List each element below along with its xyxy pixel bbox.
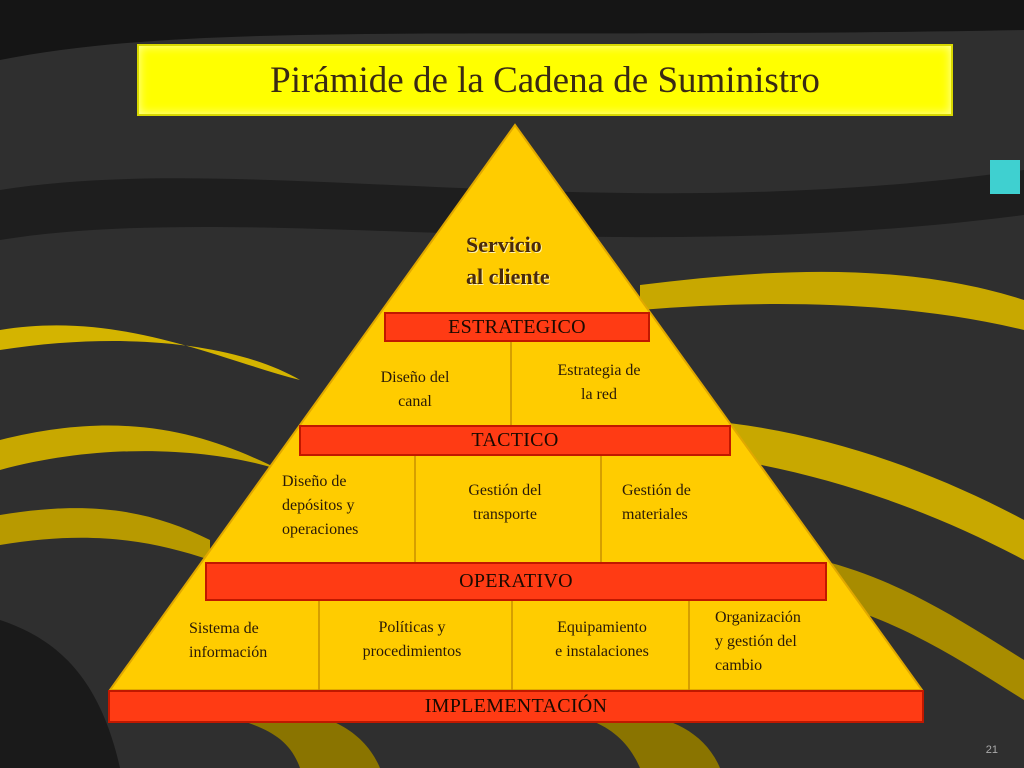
item-line: Organización: [715, 609, 801, 626]
item-politicas: Políticas y procedimientos: [342, 616, 482, 664]
item-line: Diseño del: [380, 369, 450, 386]
slide-number: 21: [985, 744, 998, 756]
item-line: e instalaciones: [555, 643, 649, 660]
item-line: transporte: [473, 506, 537, 523]
item-line: Políticas y: [378, 619, 446, 636]
item-line: cambio: [715, 657, 763, 674]
apex-label: Servicio al cliente: [466, 229, 550, 293]
item-line: Estrategia de: [557, 362, 641, 379]
item-organizacion: Organización y gestión del cambio: [715, 606, 801, 678]
band-operativo: OPERATIVO: [205, 562, 827, 601]
item-line: información: [189, 644, 268, 661]
apex-line-2: al cliente: [466, 264, 550, 289]
item-diseno-canal: Diseño del canal: [354, 366, 476, 414]
item-gestion-materiales: Gestión de materiales: [622, 479, 691, 527]
item-line: Equipamiento: [557, 619, 647, 636]
item-line: operaciones: [282, 521, 359, 538]
item-line: la red: [581, 386, 617, 403]
item-equipamiento: Equipamiento e instalaciones: [530, 616, 674, 664]
item-line: depósitos y: [282, 497, 355, 514]
item-line: canal: [398, 393, 432, 410]
item-line: Gestión de: [622, 482, 691, 499]
band-implementacion: IMPLEMENTACIÓN: [108, 690, 924, 723]
title-banner: Pirámide de la Cadena de Suministro: [137, 44, 953, 116]
band-estrategico: ESTRATEGICO: [384, 312, 650, 342]
item-estrategia-red: Estrategia de la red: [535, 359, 663, 407]
item-line: Gestión del: [468, 482, 542, 499]
apex-line-1: Servicio: [466, 232, 542, 257]
item-sistema-informacion: Sistema de información: [189, 617, 267, 665]
item-gestion-transporte: Gestión del transporte: [440, 479, 570, 527]
item-diseno-depositos: Diseño de depósitos y operaciones: [282, 470, 358, 542]
item-line: procedimientos: [362, 643, 462, 660]
slide-title: Pirámide de la Cadena de Suministro: [270, 59, 820, 101]
item-line: materiales: [622, 506, 688, 523]
item-line: y gestión del: [715, 633, 797, 650]
band-tactico: TACTICO: [299, 425, 731, 456]
item-line: Sistema de: [189, 620, 259, 637]
item-line: Diseño de: [282, 473, 347, 490]
